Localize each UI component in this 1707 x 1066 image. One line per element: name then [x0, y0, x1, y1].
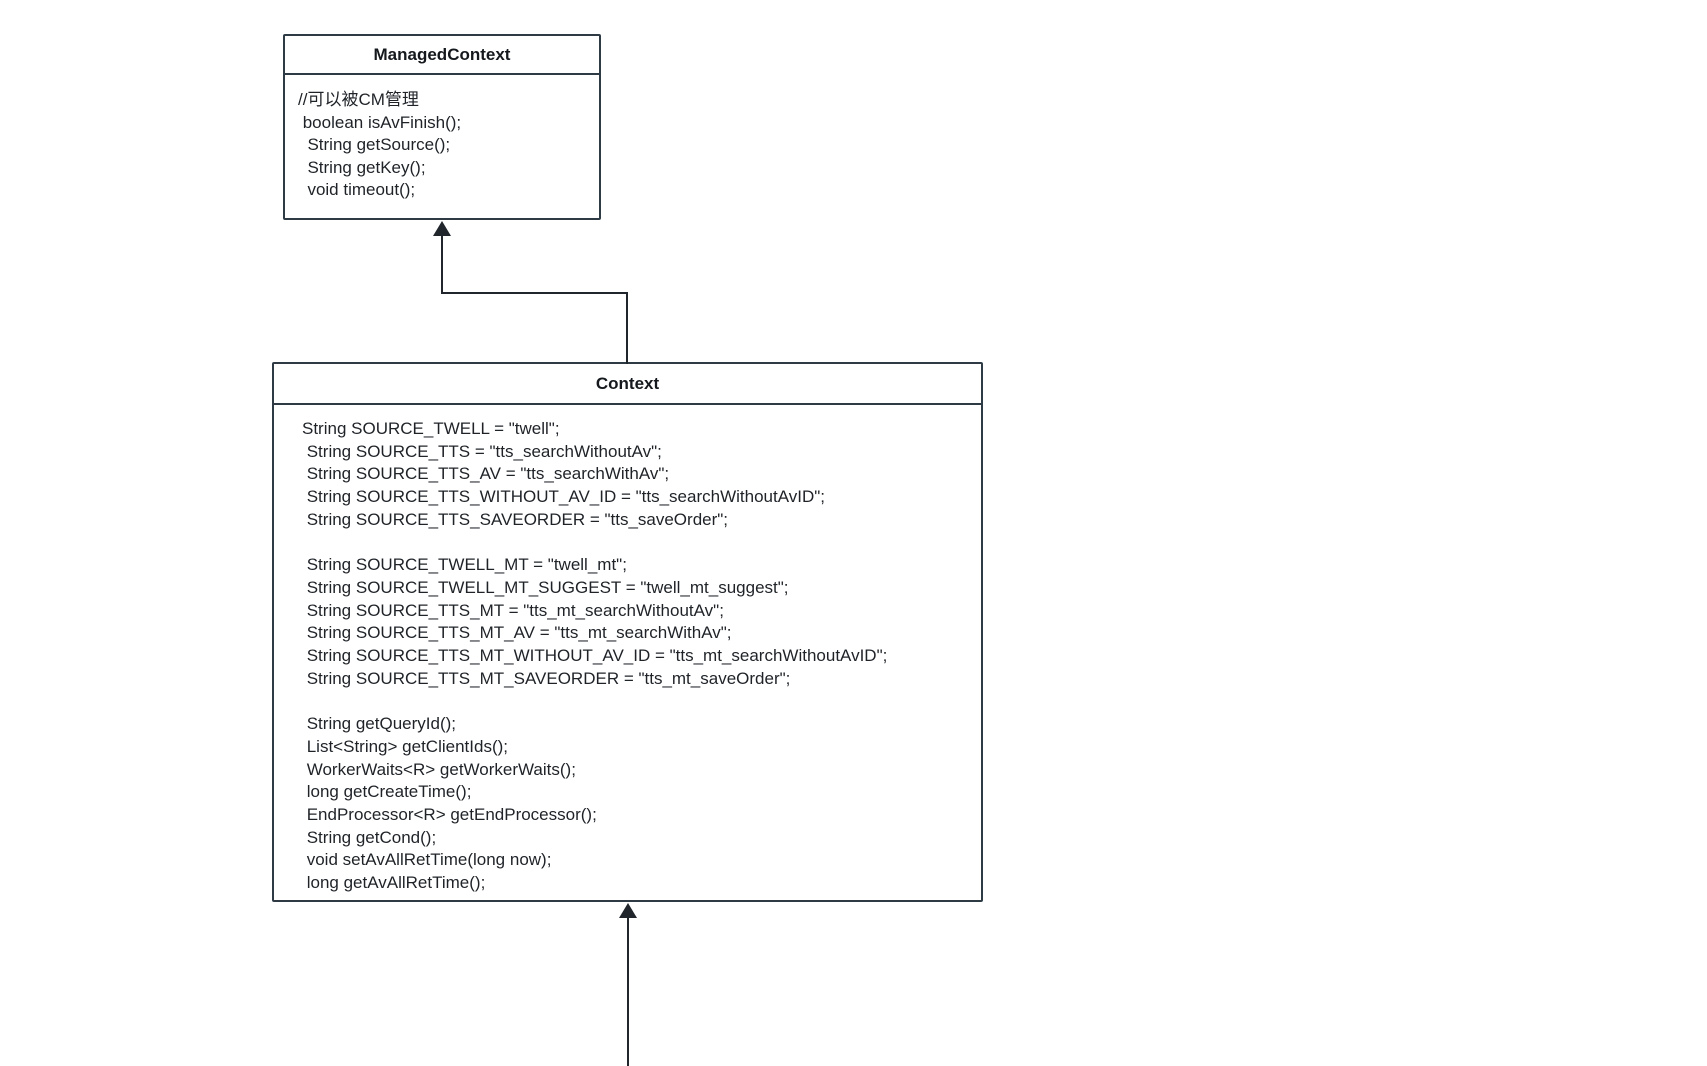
class-member-line: String SOURCE_TTS_MT_SAVEORDER = "tts_mt…: [302, 668, 791, 688]
class-member-line: WorkerWaits<R> getWorkerWaits();: [302, 759, 576, 779]
class-member-line: long getAvAllRetTime();: [302, 873, 486, 893]
class-member-line: //可以被CM管理: [298, 90, 419, 109]
class-member-line: String SOURCE_TTS_SAVEORDER = "tts_saveO…: [302, 509, 729, 529]
class-member-line: String SOURCE_TTS = "tts_searchWithoutAv…: [302, 441, 662, 461]
class-member-line: String getKey();: [298, 157, 426, 177]
class-name-managed-context: ManagedContext: [285, 36, 599, 75]
class-members-context: String SOURCE_TWELL = "twell"; String SO…: [274, 405, 981, 895]
connector-segment: [441, 292, 628, 294]
class-members-managed-context: //可以被CM管理 boolean isAvFinish(); String g…: [285, 75, 599, 202]
class-member-line: long getCreateTime();: [302, 782, 472, 802]
class-member-line: String SOURCE_TTS_AV = "tts_searchWithAv…: [302, 464, 670, 484]
class-box-managed-context[interactable]: ManagedContext //可以被CM管理 boolean isAvFin…: [283, 34, 601, 220]
generalization-arrowhead-context: [619, 903, 637, 918]
class-member-line: String SOURCE_TWELL_MT = "twell_mt";: [302, 555, 627, 575]
class-name-context: Context: [274, 364, 981, 405]
class-member-line: String SOURCE_TTS_MT = "tts_mt_searchWit…: [302, 600, 724, 620]
class-member-line: boolean isAvFinish();: [298, 112, 462, 132]
class-member-line: String SOURCE_TTS_MT_AV = "tts_mt_search…: [302, 623, 732, 643]
class-member-line: void timeout();: [298, 180, 416, 199]
class-member-line: String SOURCE_TTS_WITHOUT_AV_ID = "tts_s…: [302, 487, 825, 507]
connector-segment: [626, 292, 628, 364]
class-member-line: String SOURCE_TWELL_MT_SUGGEST = "twell_…: [302, 577, 789, 597]
class-member-line: void setAvAllRetTime(long now);: [302, 850, 552, 870]
class-member-line: String getQueryId();: [302, 714, 457, 734]
connector-segment: [627, 916, 629, 1066]
class-box-context[interactable]: Context String SOURCE_TWELL = "twell"; S…: [272, 362, 983, 902]
class-member-line: String SOURCE_TWELL = "twell";: [302, 419, 560, 438]
class-member-line: String getCond();: [302, 827, 437, 847]
class-member-line: String getSource();: [298, 135, 451, 154]
class-member-line: EndProcessor<R> getEndProcessor();: [302, 804, 597, 824]
connector-segment: [441, 234, 443, 294]
class-member-line: List<String> getClientIds();: [302, 736, 508, 756]
generalization-arrowhead-managed-context: [433, 221, 451, 236]
class-member-line: String SOURCE_TTS_MT_WITHOUT_AV_ID = "tt…: [302, 646, 888, 666]
